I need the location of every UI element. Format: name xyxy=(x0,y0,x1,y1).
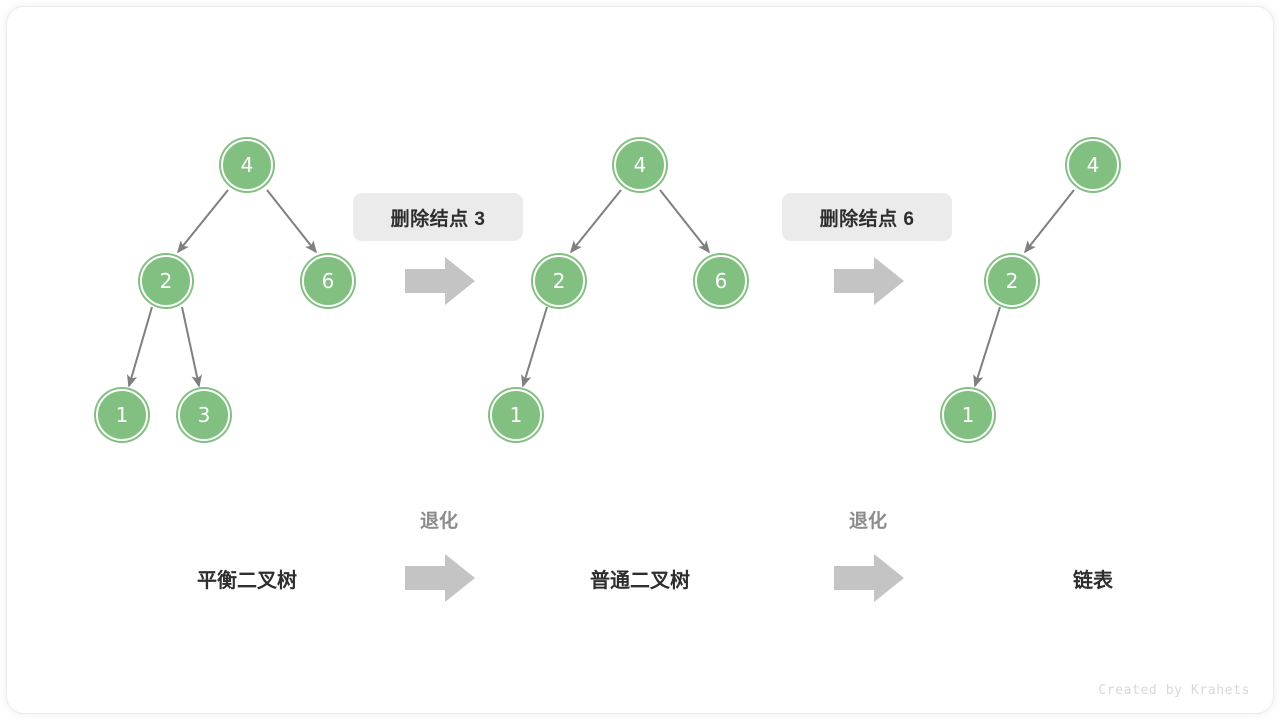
caption-balanced-tree: 平衡二叉树 xyxy=(197,570,297,592)
edge-4-to-2 xyxy=(176,189,229,254)
caption-linked-list: 链表 xyxy=(1073,570,1113,592)
edge-2-to-3 xyxy=(181,306,202,388)
tree-node[interactable]: 2 xyxy=(533,255,585,307)
edge-4-to-2 xyxy=(1024,189,1075,254)
card-frame xyxy=(6,6,1274,714)
tree-node[interactable]: 3 xyxy=(178,389,230,441)
operation-badge-delete-3: 删除结点 3 xyxy=(353,193,523,241)
edge-4-to-6 xyxy=(659,189,710,254)
tree-node[interactable]: 6 xyxy=(695,255,747,307)
tree-node[interactable]: 1 xyxy=(490,389,542,441)
degrade-label-2: 退化 xyxy=(848,511,887,532)
tree-node[interactable]: 2 xyxy=(140,255,192,307)
edge-2-to-1 xyxy=(521,306,548,388)
tree-node[interactable]: 4 xyxy=(1067,139,1119,191)
tree-node[interactable]: 6 xyxy=(302,255,354,307)
tree-node[interactable]: 1 xyxy=(96,389,148,441)
degrade-arrow-1 xyxy=(405,554,475,602)
edge-2-to-1 xyxy=(126,306,153,388)
edge-4-to-2 xyxy=(569,189,622,254)
degrade-arrow-2 xyxy=(834,554,904,602)
credit-text: Created by Krahets xyxy=(1098,683,1250,698)
tree-node[interactable]: 1 xyxy=(942,389,994,441)
tree-node[interactable]: 4 xyxy=(221,139,273,191)
transition-arrow-1 xyxy=(405,257,475,305)
tree-node[interactable]: 2 xyxy=(986,255,1038,307)
edge-2-to-1 xyxy=(973,306,1001,388)
transition-arrow-2 xyxy=(834,257,904,305)
edge-4-to-6 xyxy=(266,189,317,254)
operation-badge-delete-6: 删除结点 6 xyxy=(782,193,952,241)
degrade-label-1: 退化 xyxy=(419,511,458,532)
caption-ordinary-tree: 普通二叉树 xyxy=(590,570,690,592)
tree-node[interactable]: 4 xyxy=(614,139,666,191)
